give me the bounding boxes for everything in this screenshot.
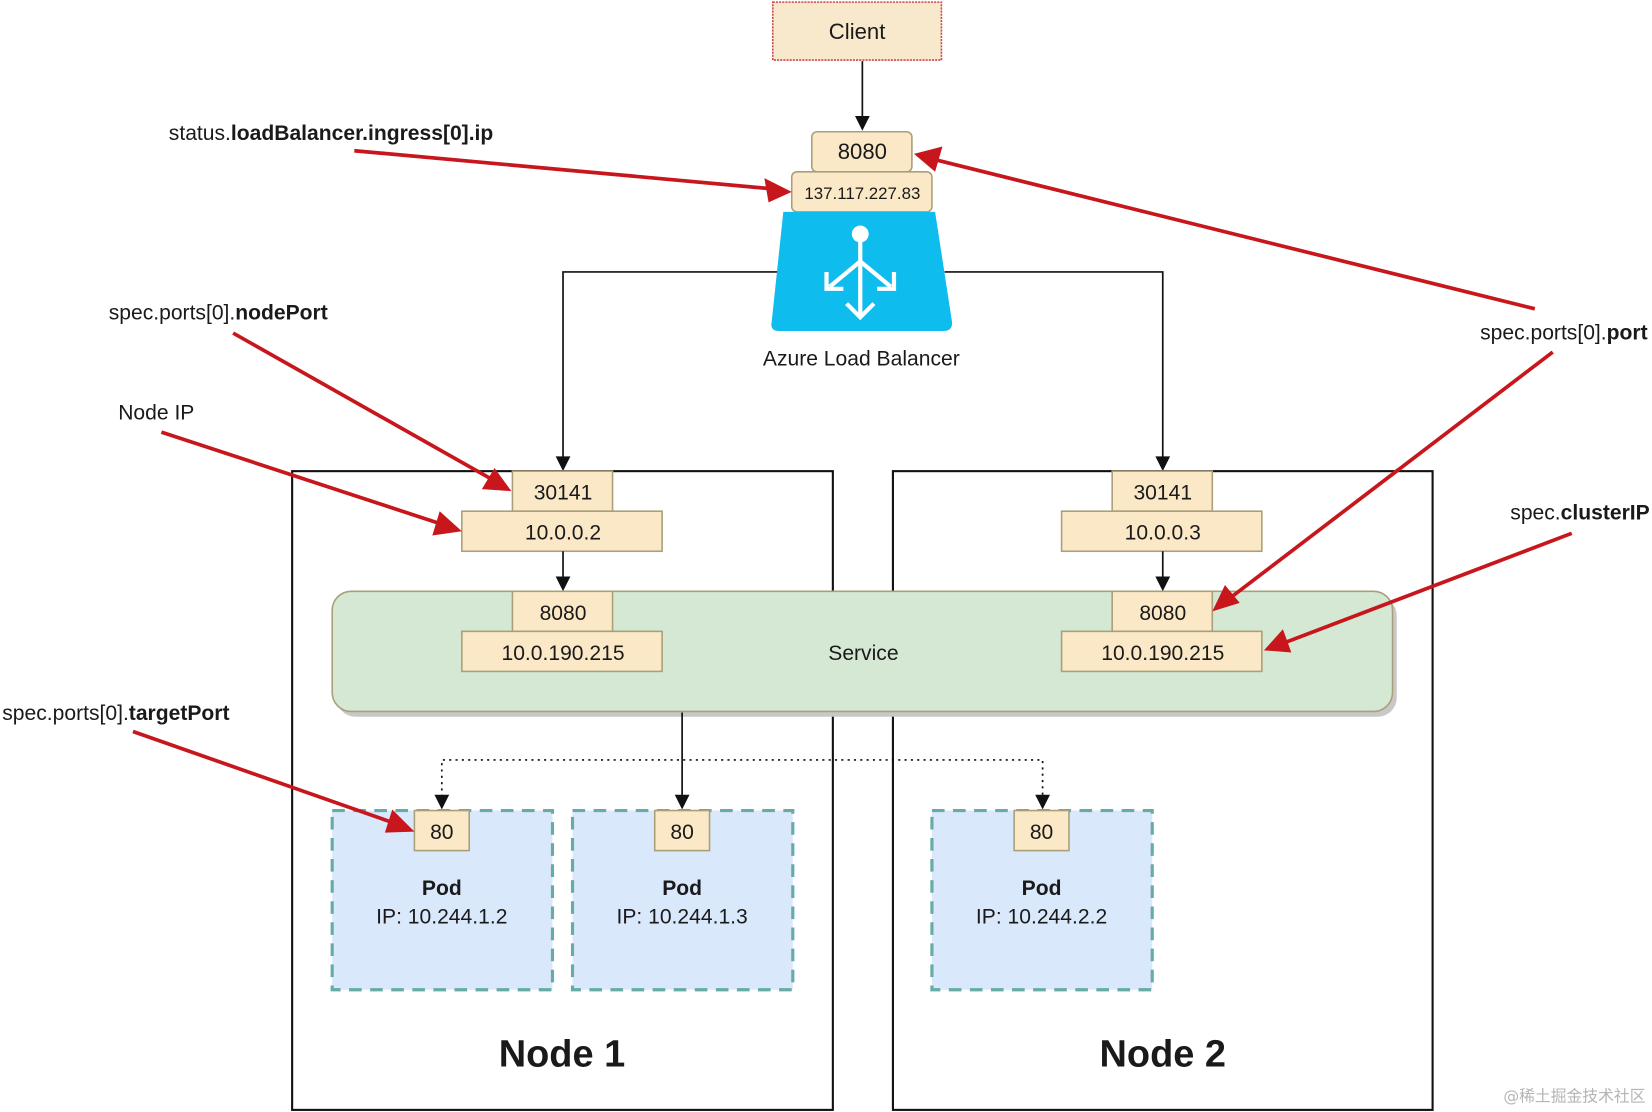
annotation-target-port: spec.ports[0].targetPort bbox=[2, 702, 229, 725]
pod-port-box bbox=[1013, 809, 1070, 852]
pod-title: Pod bbox=[1022, 877, 1062, 900]
arrowhead bbox=[1155, 456, 1171, 472]
annotation-node-ip: Node IP bbox=[118, 402, 194, 425]
client-label: Client bbox=[829, 19, 886, 44]
node2-service-port-box bbox=[1111, 590, 1214, 633]
annotation-arrowhead bbox=[1263, 629, 1292, 653]
annotation-arrow bbox=[936, 158, 1536, 311]
pod-port-box bbox=[413, 809, 471, 852]
load-balancer-icon bbox=[771, 211, 953, 331]
pod-ip: IP: 10.244.1.3 bbox=[616, 905, 747, 928]
lb-to-node2-connector bbox=[944, 271, 1164, 459]
pod-port: 80 bbox=[430, 821, 453, 844]
annotation-port: spec.ports[0].port bbox=[1480, 321, 1648, 344]
annotation-arrowhead bbox=[481, 467, 512, 492]
pod-title: Pod bbox=[422, 877, 462, 900]
lb-to-node1-connector bbox=[562, 271, 782, 459]
annotation-arrow bbox=[160, 430, 442, 526]
annotation-arrowhead bbox=[1212, 584, 1240, 612]
node2-ip-box bbox=[1060, 510, 1263, 553]
annotation-arrow bbox=[354, 148, 771, 191]
pod-ip: IP: 10.244.2.2 bbox=[976, 905, 1107, 928]
annotation-node-port: spec.ports[0].nodePort bbox=[109, 301, 328, 324]
arrowhead bbox=[1155, 576, 1171, 592]
annotation-arrowhead bbox=[914, 146, 943, 172]
node1-cluster-ip: 10.0.190.215 bbox=[501, 642, 624, 665]
client-box bbox=[771, 1, 943, 61]
annotation-arrow bbox=[232, 331, 494, 482]
node2-nodeport-box bbox=[1111, 470, 1214, 512]
node2-title: Node 2 bbox=[1100, 1034, 1226, 1076]
annotation-arrowhead bbox=[764, 178, 792, 203]
node2-ip: 10.0.0.3 bbox=[1125, 522, 1201, 545]
node2-cluster-ip-box bbox=[1060, 630, 1263, 673]
arrowhead bbox=[1035, 794, 1050, 810]
watermark: @稀土掘金技术社区 bbox=[1503, 1086, 1645, 1105]
arrowhead bbox=[854, 115, 870, 131]
node1-service-port-box bbox=[511, 590, 614, 633]
arrowhead bbox=[555, 456, 571, 472]
node1-nodeport: 30141 bbox=[534, 482, 593, 505]
pod-title: Pod bbox=[662, 877, 702, 900]
pod-port-box bbox=[653, 809, 711, 852]
node1-service-port: 8080 bbox=[540, 602, 587, 625]
lb-port: 8080 bbox=[838, 139, 887, 164]
annotation-arrow bbox=[1283, 531, 1573, 645]
node1-ip: 10.0.0.2 bbox=[525, 522, 601, 545]
lb-ip: 137.117.227.83 bbox=[804, 184, 920, 203]
node2-cluster-ip: 10.0.190.215 bbox=[1101, 642, 1224, 665]
pod-ip: IP: 10.244.1.2 bbox=[376, 905, 507, 928]
node2-nodeport: 30141 bbox=[1133, 482, 1192, 505]
pod-port: 80 bbox=[670, 821, 693, 844]
arrowhead bbox=[674, 794, 690, 810]
node2-service-port: 8080 bbox=[1139, 602, 1186, 625]
annotation-arrow bbox=[132, 729, 395, 825]
node1-ip-box bbox=[461, 510, 663, 553]
arrowhead bbox=[555, 576, 571, 592]
lb-label: Azure Load Balancer bbox=[763, 348, 960, 371]
annotation-arrowhead bbox=[384, 809, 415, 833]
node1-cluster-ip-box bbox=[461, 630, 663, 673]
node1-title: Node 1 bbox=[499, 1034, 625, 1076]
arrowhead bbox=[434, 794, 450, 810]
annotation-cluster-ip: spec.clusterIP bbox=[1510, 502, 1649, 525]
service-to-pod-dotted-connector bbox=[440, 759, 1044, 797]
annotation-arrow bbox=[1228, 350, 1554, 601]
annotation-arrowhead bbox=[432, 511, 462, 536]
pod-port: 80 bbox=[1030, 821, 1053, 844]
service-label: Service bbox=[828, 642, 898, 665]
annotation-lb-ip: status.loadBalancer.ingress[0].ip bbox=[169, 122, 494, 145]
